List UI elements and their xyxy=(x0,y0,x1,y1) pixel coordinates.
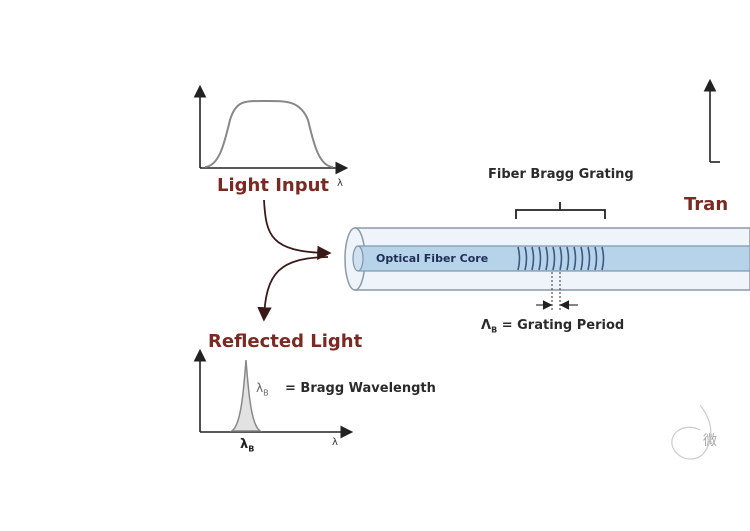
lambda-subscript: B xyxy=(263,388,269,398)
optical-fiber xyxy=(344,227,750,291)
grating-line xyxy=(538,246,542,271)
lambda-cap-subscript: B xyxy=(491,325,498,335)
grating-line xyxy=(566,246,570,271)
optical-fiber-core-label: Optical Fiber Core xyxy=(376,252,489,265)
grating-line xyxy=(552,246,556,271)
input-spectrum-graph xyxy=(193,84,349,175)
lambda-b-symbol: λ xyxy=(240,437,249,452)
grating-line xyxy=(559,246,563,271)
grating-line xyxy=(594,246,598,271)
fiber-bragg-grating-label: Fiber Bragg Grating xyxy=(488,167,634,182)
reflected-spectrum-graph xyxy=(193,348,354,439)
core-end xyxy=(352,245,364,272)
light-input-label: Light Input xyxy=(217,175,330,196)
reflected-arrow xyxy=(257,256,329,322)
input-lambda-axis-label: λ xyxy=(337,178,343,189)
reflected-light-label: Reflected Light xyxy=(208,331,363,352)
watermark-text: 微 xyxy=(703,433,717,449)
lambda-cap-symbol: Λ xyxy=(481,318,492,333)
grating-line xyxy=(580,246,584,271)
grating-period-text: = Grating Period xyxy=(501,318,625,333)
reflected-peak-curve xyxy=(229,359,263,432)
input-spectrum-curve xyxy=(204,99,334,168)
lambda-b-subscript: B xyxy=(248,444,255,454)
grating-line xyxy=(587,246,591,271)
lambda-symbol: λ xyxy=(256,381,264,395)
lambda-b-tick-label: λB xyxy=(240,437,254,454)
grating-line xyxy=(524,246,528,271)
transmitted-label: Tran xyxy=(684,194,729,215)
grating-line xyxy=(545,246,549,271)
grating-line xyxy=(531,246,535,271)
grating-lines xyxy=(517,246,605,271)
bragg-wavelength-symbol: λB xyxy=(256,381,269,397)
grating-line xyxy=(601,246,605,271)
grating-bracket xyxy=(515,202,606,219)
watermark-logo xyxy=(671,404,712,460)
grating-period-label: ΛB = Grating Period xyxy=(481,318,624,335)
bragg-wavelength-label: = Bragg Wavelength xyxy=(285,381,436,396)
reflected-lambda-axis-label: λ xyxy=(332,437,338,448)
input-arrow xyxy=(263,199,332,261)
grating-line xyxy=(517,246,521,271)
grating-line xyxy=(573,246,577,271)
